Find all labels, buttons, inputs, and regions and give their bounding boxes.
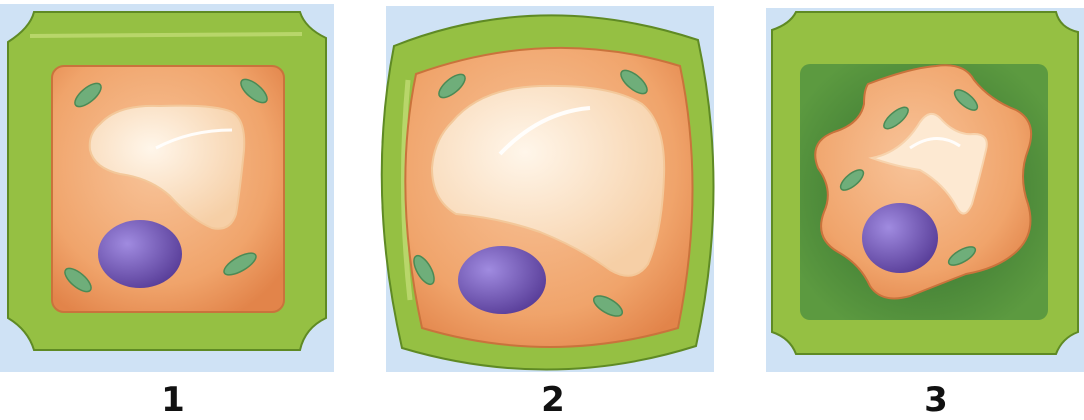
cell-panel-2 — [380, 0, 718, 372]
plant-cell-1-illustration — [0, 0, 334, 372]
plant-cell-3-illustration — [760, 0, 1084, 372]
nucleus — [98, 220, 182, 288]
panel-label-2: 2 — [523, 380, 583, 420]
panel-label-1: 1 — [143, 380, 203, 420]
nucleus — [458, 246, 546, 314]
cell-panel-1 — [0, 0, 334, 372]
cell-wall-highlight — [30, 34, 302, 36]
nucleus — [862, 203, 938, 273]
panel-label-3: 3 — [906, 380, 966, 420]
cell-panel-3 — [760, 0, 1084, 372]
plant-cell-2-illustration — [380, 0, 718, 372]
